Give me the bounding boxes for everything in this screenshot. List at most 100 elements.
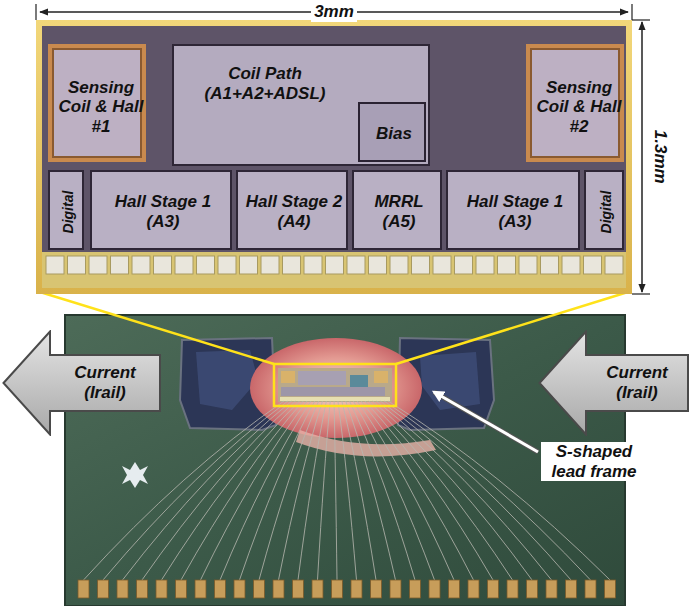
package-pin xyxy=(312,580,323,598)
package-pin xyxy=(156,580,167,598)
bond-wire xyxy=(334,401,337,580)
bond-pad xyxy=(476,256,494,274)
bias-block: Bias xyxy=(358,102,426,162)
bond-wire xyxy=(220,401,311,580)
leader-line xyxy=(434,392,538,452)
package-pin xyxy=(585,580,596,598)
arrow-outline xyxy=(4,332,161,435)
bond-pad xyxy=(197,256,215,274)
bond-wire xyxy=(342,401,376,580)
bond-pad xyxy=(541,256,559,274)
package-pin xyxy=(215,580,226,598)
package-pin xyxy=(488,580,499,598)
bond-wire xyxy=(357,401,454,580)
block-label: Hall Stage 2 (A4) xyxy=(244,192,344,231)
die-frame xyxy=(36,20,632,294)
bond-pad xyxy=(390,256,408,274)
block-label: Sensing Coil & Hall #2 xyxy=(536,78,622,137)
bond-pad xyxy=(240,256,258,274)
package-pin xyxy=(195,580,206,598)
bond-pad xyxy=(498,256,516,274)
coil-path-block: Coil Path (A1+A2+ADSL) Bias xyxy=(172,44,430,166)
bond-pad xyxy=(347,256,365,274)
arrow-shape xyxy=(2,330,162,436)
dimension-label: 1.3mm xyxy=(650,127,670,187)
package-pin xyxy=(410,580,421,598)
block-label: Current (Irail) xyxy=(596,363,678,402)
package-pin xyxy=(449,580,460,598)
package-pin xyxy=(546,580,557,598)
dimension-tick xyxy=(632,19,650,20)
digital-block: Digital xyxy=(48,170,84,250)
package-pin xyxy=(332,580,343,598)
bond-pad xyxy=(605,256,623,274)
bond-wire xyxy=(162,401,300,580)
bond-pad xyxy=(283,256,301,274)
block-label: Coil Path (A1+A2+ADSL) xyxy=(183,64,347,103)
bond-pad xyxy=(175,256,193,274)
bond-wire xyxy=(298,401,326,580)
bond-pad xyxy=(326,256,344,274)
circuit-block: Hall Stage 1 (A3) xyxy=(90,170,232,250)
arrow-outline xyxy=(540,332,689,435)
package-pin xyxy=(566,580,577,598)
bond-wire xyxy=(384,401,590,580)
bond-pad xyxy=(519,256,537,274)
package-pin xyxy=(429,580,440,598)
package-pin xyxy=(293,580,304,598)
current-arrow: Current (Irail) xyxy=(538,330,690,436)
bond-wire xyxy=(181,401,303,580)
bond-wire xyxy=(279,401,323,580)
dimension-label: 3mm xyxy=(311,2,357,22)
package-pin xyxy=(468,580,479,598)
arrow-shape xyxy=(538,330,690,436)
package-pin xyxy=(234,580,245,598)
package-pin xyxy=(351,580,362,598)
bond-wire xyxy=(318,401,331,580)
bond-wire xyxy=(240,401,315,580)
current-arrow: Current (Irail) xyxy=(2,330,162,436)
bond-pad xyxy=(68,256,86,274)
package-pin xyxy=(527,580,538,598)
dimension-tick xyxy=(631,4,632,20)
dimension-tick xyxy=(35,4,36,20)
package-pin xyxy=(137,580,148,598)
bond-wire xyxy=(259,401,319,580)
package-pin xyxy=(390,580,401,598)
package-pin xyxy=(78,580,89,598)
bond-pad xyxy=(562,256,580,274)
circuit-block: MRRL (A5) xyxy=(352,170,442,250)
dimension-tick xyxy=(632,293,650,294)
block-label: Bias xyxy=(376,124,412,144)
package-pin xyxy=(117,580,128,598)
leader-line xyxy=(434,392,538,452)
circuit-block: Hall Stage 1 (A3) xyxy=(446,170,580,250)
callout-label: S-shaped lead frame xyxy=(541,442,647,481)
bond-pad xyxy=(154,256,172,274)
digital-block: Digital xyxy=(584,170,624,250)
bond-pad xyxy=(261,256,279,274)
bond-pad xyxy=(455,256,473,274)
block-label: Hall Stage 1 (A3) xyxy=(98,192,228,231)
block-label: Digital xyxy=(60,191,76,234)
dimension-line xyxy=(641,22,643,292)
bond-wire xyxy=(338,401,357,580)
zoom-line xyxy=(396,292,628,364)
block-label: Hall Stage 1 (A3) xyxy=(454,192,576,231)
package-pin xyxy=(254,580,265,598)
block-label: MRRL (A5) xyxy=(360,192,438,231)
bond-wire xyxy=(201,401,308,580)
sensing-coil-block: Sensing Coil & Hall #2 xyxy=(526,44,624,162)
bond-pad xyxy=(46,256,64,274)
bond-pad xyxy=(218,256,236,274)
bond-pad xyxy=(369,256,387,274)
bond-pad xyxy=(412,256,430,274)
bond-pad xyxy=(89,256,107,274)
bond-wire xyxy=(361,401,473,580)
package-pin xyxy=(507,580,518,598)
bond-wire xyxy=(380,401,571,580)
package-pin xyxy=(273,580,284,598)
package-pin xyxy=(605,580,616,598)
block-label: Sensing Coil & Hall #1 xyxy=(58,78,144,137)
bond-pad xyxy=(433,256,451,274)
